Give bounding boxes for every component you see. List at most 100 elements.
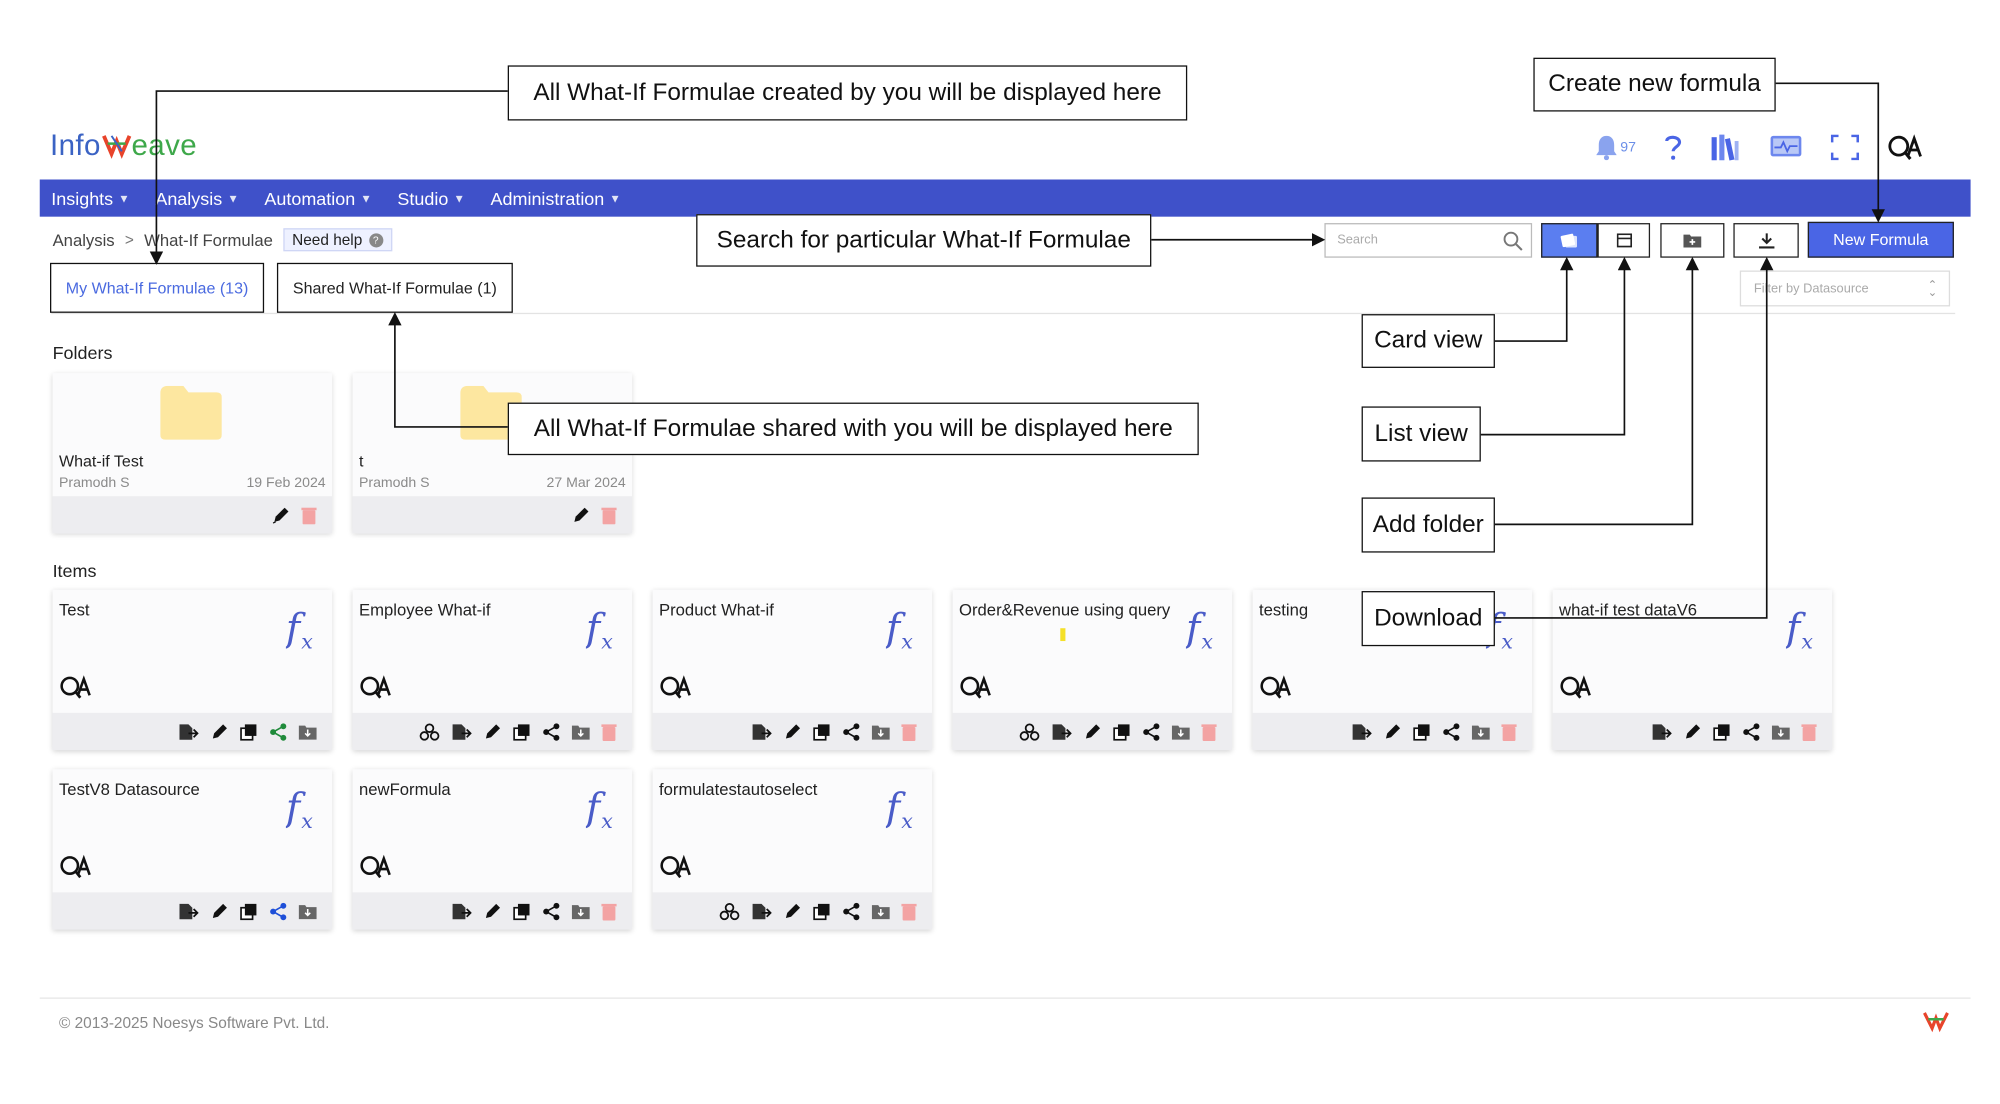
edit-icon[interactable] [1083, 722, 1101, 740]
download-to-folder-icon[interactable] [871, 724, 890, 740]
download-to-folder-icon[interactable] [871, 903, 890, 919]
move-to-icon[interactable] [1351, 722, 1372, 740]
search-icon[interactable] [1503, 231, 1524, 252]
edit-icon[interactable] [483, 722, 501, 740]
download-button[interactable] [1733, 223, 1799, 258]
copy-icon[interactable] [1413, 722, 1431, 740]
folder-card[interactable]: What-if Test Pramodh S 19 Feb 2024 [52, 373, 333, 534]
download-to-folder-icon[interactable] [571, 903, 590, 919]
share-icon[interactable] [1142, 722, 1160, 741]
delete-icon[interactable] [901, 902, 917, 920]
share-icon[interactable] [269, 902, 287, 920]
user-avatar-icon[interactable] [1887, 133, 1923, 161]
delete-icon[interactable] [601, 722, 617, 741]
delete-icon[interactable] [1201, 722, 1217, 741]
folder-name: t [358, 452, 364, 471]
share-icon[interactable] [842, 902, 860, 920]
move-to-icon[interactable] [751, 902, 772, 920]
delete-icon[interactable] [1801, 722, 1817, 741]
move-to-icon[interactable] [1051, 722, 1072, 740]
delete-icon[interactable] [901, 722, 917, 741]
download-to-folder-icon[interactable] [1771, 724, 1790, 740]
items-heading: Items [52, 560, 97, 581]
edit-icon[interactable] [272, 506, 290, 524]
delete-icon[interactable] [301, 506, 317, 524]
edit-icon[interactable] [210, 722, 228, 740]
edit-icon[interactable] [572, 506, 590, 524]
copy-icon[interactable] [513, 722, 531, 740]
copy-icon[interactable] [1113, 722, 1131, 740]
nav-administration[interactable]: Administration▼ [490, 187, 621, 209]
share-icon[interactable] [542, 902, 560, 920]
download-to-folder-icon[interactable] [571, 724, 590, 740]
delete-icon[interactable] [601, 506, 617, 524]
delete-icon[interactable] [601, 902, 617, 920]
new-formula-button[interactable]: New Formula [1807, 221, 1954, 258]
list-view-button[interactable] [1597, 223, 1651, 258]
move-to-icon[interactable] [178, 722, 199, 740]
search-input[interactable] [1337, 233, 1504, 248]
copy-icon[interactable] [813, 722, 831, 740]
nav-analysis[interactable]: Analysis▼ [155, 187, 239, 209]
share-icon[interactable] [1442, 722, 1460, 741]
move-to-icon[interactable] [451, 902, 472, 920]
dataset-icon[interactable] [719, 902, 740, 920]
search-field[interactable] [1324, 223, 1533, 258]
monitor-icon[interactable] [1769, 135, 1802, 161]
share-icon[interactable] [842, 722, 860, 741]
copy-icon[interactable] [813, 902, 831, 920]
edit-icon[interactable] [783, 902, 801, 920]
need-help-button[interactable]: Need help? [283, 228, 392, 252]
move-to-icon[interactable] [451, 722, 472, 740]
add-folder-button[interactable] [1660, 223, 1725, 258]
edit-icon[interactable] [783, 722, 801, 740]
nav-insights[interactable]: Insights▼ [51, 187, 130, 209]
card-actions [352, 496, 633, 534]
formula-title: Product What-if [658, 600, 774, 620]
formula-title: testing [1259, 600, 1309, 620]
download-to-folder-icon[interactable] [1471, 724, 1490, 740]
tab-shared-formulae[interactable]: Shared What-If Formulae (1) [276, 262, 513, 313]
dataset-icon[interactable] [419, 722, 440, 741]
copy-icon[interactable] [240, 902, 258, 920]
edit-icon[interactable] [1383, 722, 1401, 740]
help-icon[interactable] [1664, 133, 1682, 161]
copy-icon[interactable] [1713, 722, 1731, 740]
download-to-folder-icon[interactable] [298, 903, 317, 919]
share-icon[interactable] [1742, 722, 1760, 741]
download-to-folder-icon[interactable] [1171, 724, 1190, 740]
notifications-button[interactable]: 97 [1595, 135, 1636, 161]
share-icon[interactable] [269, 722, 287, 741]
library-icon[interactable] [1710, 133, 1741, 161]
breadcrumb-analysis[interactable]: Analysis [52, 230, 115, 250]
owner-avatar-icon [660, 675, 691, 699]
datasource-filter-select[interactable]: Filter by Datasource ⌃⌄ [1739, 270, 1951, 307]
move-to-icon[interactable] [178, 902, 199, 920]
move-to-icon[interactable] [1651, 722, 1672, 740]
edit-icon[interactable] [1683, 722, 1701, 740]
share-icon[interactable] [542, 722, 560, 741]
edit-icon[interactable] [210, 902, 228, 920]
nav-automation[interactable]: Automation▼ [264, 187, 372, 209]
move-to-icon[interactable] [751, 722, 772, 740]
fullscreen-icon[interactable] [1830, 134, 1860, 161]
card-view-button[interactable] [1541, 223, 1598, 258]
nav-studio[interactable]: Studio▼ [397, 187, 465, 209]
dataset-icon[interactable] [1019, 722, 1040, 741]
copy-icon[interactable] [513, 902, 531, 920]
edit-icon[interactable] [483, 902, 501, 920]
copy-icon[interactable] [240, 722, 258, 740]
tab-my-formulae[interactable]: My What-If Formulae (13) [50, 262, 265, 313]
delete-icon[interactable] [1501, 722, 1517, 741]
download-to-folder-icon[interactable] [298, 724, 317, 740]
